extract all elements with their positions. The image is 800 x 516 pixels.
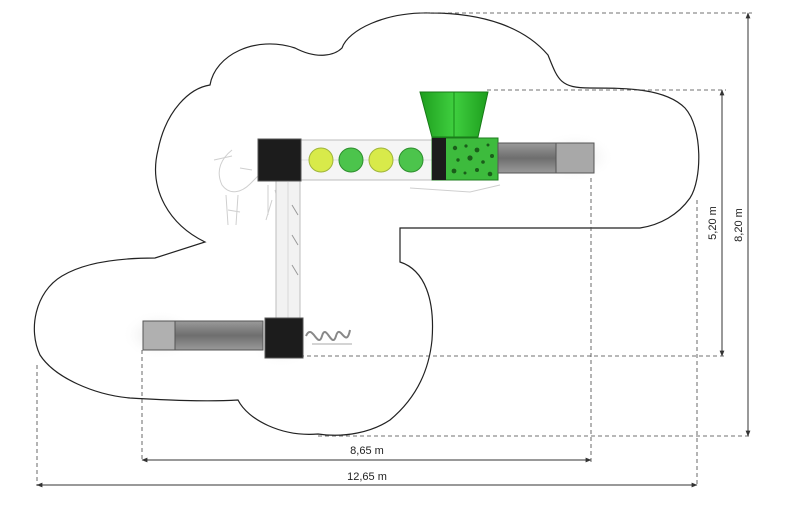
green-tower-panel bbox=[431, 137, 499, 181]
dim-label-outer-height: 8,20 m bbox=[733, 208, 745, 242]
dim-label-inner-width: 8,65 m bbox=[350, 445, 384, 457]
spring-climber bbox=[305, 329, 351, 341]
slide-right bbox=[497, 142, 595, 174]
panel-circle-green bbox=[338, 147, 364, 173]
platform-bottom-left bbox=[264, 317, 304, 359]
panel-circle-light bbox=[308, 147, 334, 173]
platform-top-left bbox=[257, 138, 302, 182]
vertical-bridge bbox=[275, 179, 301, 321]
dimension-guides bbox=[36, 12, 752, 486]
safety-zone-outline bbox=[33, 12, 700, 436]
panel-circle-green bbox=[398, 147, 424, 173]
climbing-structure-sketch bbox=[213, 149, 501, 226]
panel-circle-light bbox=[368, 147, 394, 173]
slide-left bbox=[142, 320, 264, 351]
dim-label-inner-height: 5,20 m bbox=[707, 206, 719, 240]
dim-label-outer-width: 12,65 m bbox=[347, 471, 387, 483]
